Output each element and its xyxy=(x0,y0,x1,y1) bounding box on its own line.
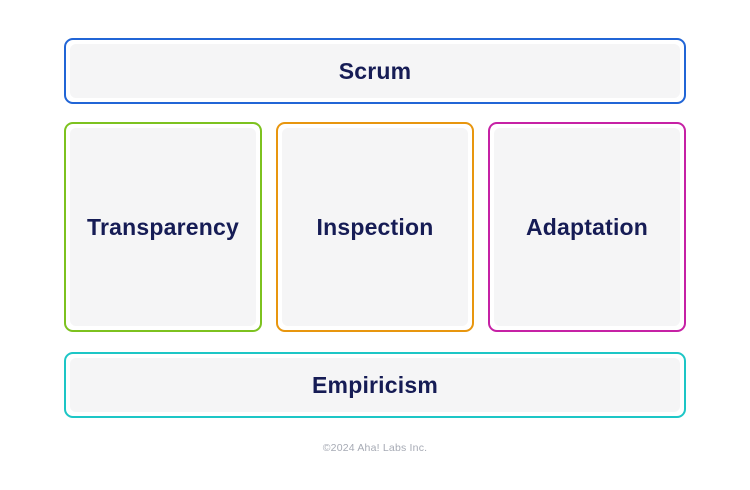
empiricism-label: Empiricism xyxy=(312,371,438,398)
inspection-box-fill: Inspection xyxy=(282,128,468,326)
scrum-box-fill: Scrum xyxy=(70,44,680,98)
inspection-box: Inspection xyxy=(276,122,474,332)
empiricism-box-fill: Empiricism xyxy=(70,358,680,412)
scrum-label: Scrum xyxy=(338,57,412,84)
copyright-text: ©2024 Aha! Labs Inc. xyxy=(322,442,428,454)
scrum-box: Scrum xyxy=(64,38,686,104)
adaptation-box-fill: Adaptation xyxy=(494,128,680,326)
transparency-box: Transparency xyxy=(64,122,262,332)
empiricism-box: Empiricism xyxy=(64,352,686,418)
transparency-label: Transparency xyxy=(87,213,239,240)
adaptation-box: Adaptation xyxy=(488,122,686,332)
adaptation-label: Adaptation xyxy=(525,213,649,240)
transparency-box-fill: Transparency xyxy=(70,128,256,326)
inspection-label: Inspection xyxy=(316,213,434,240)
